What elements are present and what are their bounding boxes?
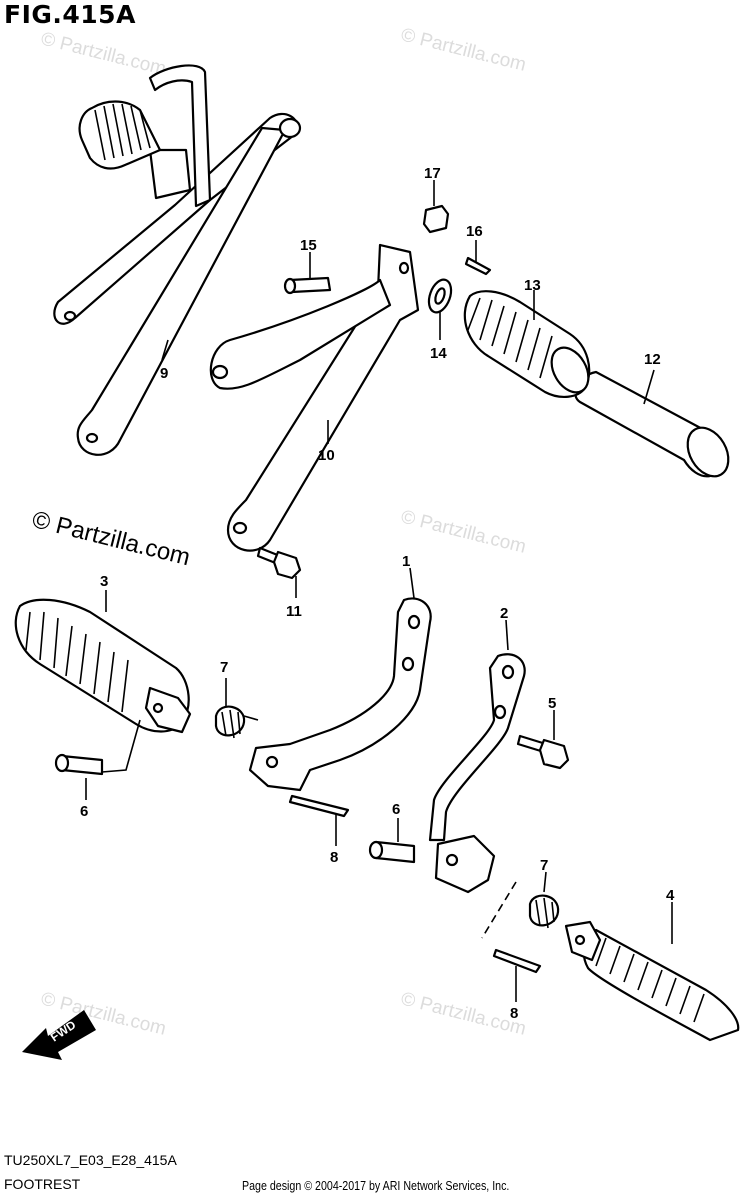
part-9-bracket [53, 64, 302, 456]
section-name: FOOTREST [4, 1176, 81, 1192]
part-8-cotter [288, 794, 350, 818]
part-3-footrest [14, 598, 192, 734]
part-4-footrest [564, 920, 740, 1042]
callout-6b: 6 [392, 801, 400, 818]
part-7-spring [214, 705, 259, 739]
callout-11: 11 [286, 603, 302, 620]
part-14-washer [427, 278, 453, 314]
callouts: 1 2 3 4 5 6 6 7 7 8 8 9 10 11 12 13 14 1… [80, 165, 675, 1022]
part-16-cotter [464, 256, 492, 276]
part-6-pin [54, 753, 104, 776]
callout-3: 3 [100, 573, 108, 590]
callout-15: 15 [300, 237, 317, 254]
page-credit: Page design © 2004-2017 by ARI Network S… [242, 1178, 510, 1193]
part-15-pin [283, 276, 332, 295]
part-10-bracket [209, 243, 420, 552]
callout-16: 16 [466, 223, 483, 240]
callout-7b: 7 [540, 857, 548, 874]
fwd-arrow-icon: FWD [22, 1010, 96, 1060]
leader-lines [85, 180, 673, 1002]
callout-14: 14 [430, 345, 447, 362]
watermark: © Partzilla.com [39, 28, 168, 79]
callout-12: 12 [644, 351, 661, 368]
part-13-grip [463, 290, 591, 398]
callout-2: 2 [500, 605, 508, 622]
callout-10: 10 [318, 447, 335, 464]
part-7-spring [528, 894, 560, 929]
part-8-cotter [492, 948, 542, 974]
callout-8b: 8 [510, 1005, 518, 1022]
watermark: © Partzilla.com [399, 988, 528, 1039]
callout-8: 8 [330, 849, 338, 866]
callout-4: 4 [666, 887, 675, 904]
callout-1: 1 [402, 553, 410, 570]
callout-7: 7 [220, 659, 228, 676]
part-11-bolt [256, 546, 302, 580]
callout-17: 17 [424, 165, 441, 182]
figure-title: FIG.415A [4, 0, 136, 29]
part-2-bracket [428, 653, 526, 894]
callout-5: 5 [548, 695, 556, 712]
diagram-code: TU250XL7_E03_E28_415A [4, 1152, 177, 1168]
part-5-bolt [516, 734, 570, 770]
part-1-bracket [248, 597, 432, 792]
part-17-nut [422, 204, 450, 234]
callout-6: 6 [80, 803, 88, 820]
watermark: © Partzilla.com [399, 506, 528, 557]
watermark: © Partzilla.com [399, 24, 528, 75]
callout-9: 9 [160, 365, 168, 382]
part-12-pin [574, 370, 730, 478]
part-6-pin [368, 840, 416, 864]
callout-13: 13 [524, 277, 541, 294]
